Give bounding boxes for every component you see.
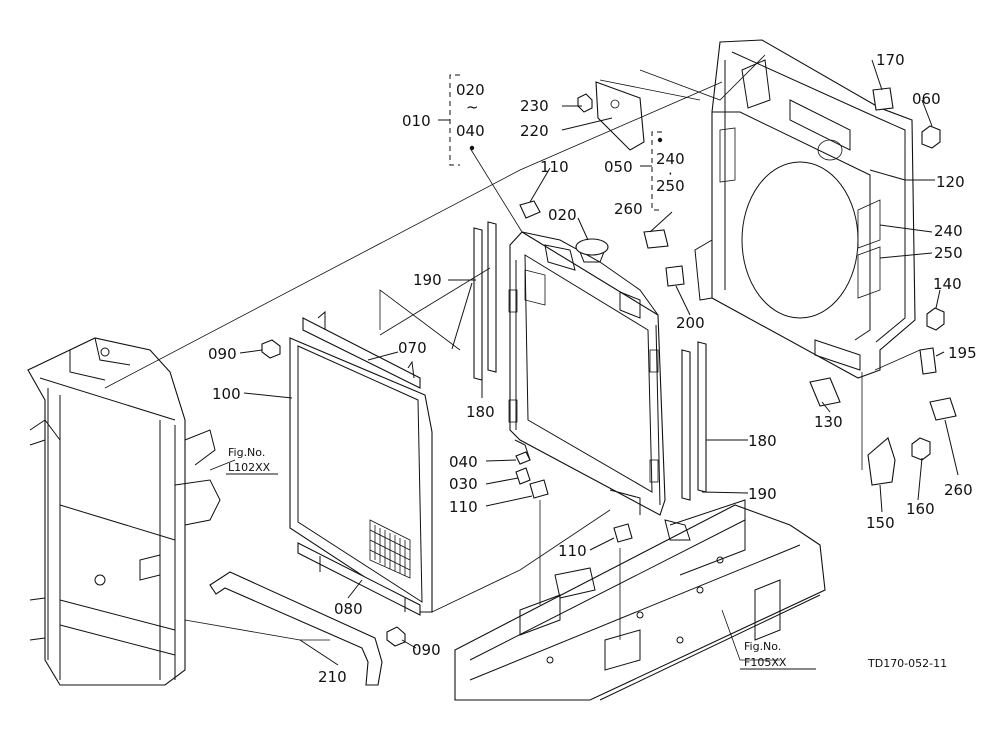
callout-100: 100 [212,385,241,403]
callout-230: 230 [520,97,549,115]
range-from-240: 240 [656,150,685,168]
range-sep-right: · [668,165,673,183]
front-frame [27,337,221,686]
callout-250: 250 [934,244,963,262]
reference-underlines [226,473,816,670]
lower-bracket [297,542,421,616]
callout-110-mid: 110 [449,498,478,516]
ref-f105-line1: Fig.No. [744,640,781,653]
range-bracket-050 [640,131,663,211]
callout-030: 030 [449,475,478,493]
upper-bracket [302,310,421,389]
callout-070: 070 [398,339,427,357]
range-group-050: 050 240 · 250 [604,150,685,195]
ref-f105-line2: F105XX [744,656,787,669]
range-from-020: 020 [456,81,485,99]
range-group-010: 010 020 ~ 040 [402,81,485,140]
callout-260-right: 260 [944,481,973,499]
range-sep-left: ~ [466,98,479,116]
drawing-code: TD170-052-11 [867,657,947,670]
callout-020: 020 [548,206,577,224]
callout-190-left: 190 [413,271,442,289]
hose [209,571,383,686]
leader-lines [104,54,959,666]
callout-180-left: 180 [466,403,495,421]
callout-110-low: 110 [558,542,587,560]
callout-240: 240 [934,222,963,240]
callout-180-right: 180 [748,432,777,450]
callout-160: 160 [906,500,935,518]
ref-l102-line2: L102XX [228,461,271,474]
callout-150: 150 [866,514,895,532]
small-parts [261,81,957,647]
callout-220: 220 [520,122,549,140]
callout-120: 120 [936,173,965,191]
range-bracket-010 [438,74,475,166]
callout-060: 060 [912,90,941,108]
radiator-cap [575,238,609,263]
range-label-050: 050 [604,158,633,176]
callout-040: 040 [449,453,478,471]
radiator [508,231,666,516]
range-to-250: 250 [656,177,685,195]
callout-170: 170 [876,51,905,69]
callout-140: 140 [933,275,962,293]
callout-210: 210 [318,668,347,686]
part-callouts: 170 060 120 240 250 140 195 260 230 220 … [208,51,977,686]
lower-chassis [454,499,826,701]
callout-080: 080 [334,600,363,618]
callout-190-right: 190 [748,485,777,503]
figure-reference-f105: Fig.No. F105XX [744,640,787,669]
callout-090-left: 090 [208,345,237,363]
range-to-040: 040 [456,122,485,140]
fan-shroud [694,39,916,379]
figure-reference-l102: Fig.No. L102XX [228,446,271,474]
callout-090-bottom: 090 [412,641,441,659]
callout-130: 130 [814,413,843,431]
range-label-010: 010 [402,112,431,130]
callout-200: 200 [676,314,705,332]
callout-195: 195 [948,344,977,362]
ref-l102-line1: Fig.No. [228,446,265,459]
callout-110-top: 110 [540,158,569,176]
callout-260-center: 260 [614,200,643,218]
